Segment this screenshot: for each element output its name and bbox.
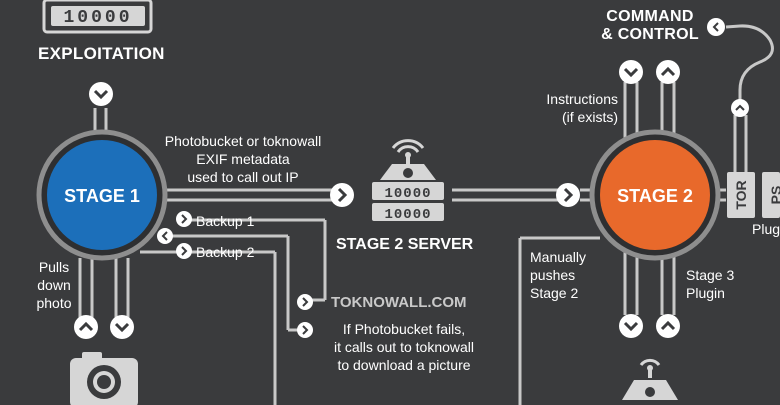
ps-module [762,172,780,218]
stage1-label: STAGE 1 [64,186,140,206]
exploitation-title: EXPLOITATION [38,44,165,63]
toknowall-chevron-right-icon[interactable] [297,294,313,310]
stage3-line1: Stage 3 [686,267,735,283]
toknowall-note-line3: to download a picture [337,357,471,373]
backup2-label: Backup 2 [196,244,255,260]
backup1-chevron-right-icon[interactable] [176,211,192,227]
instructions-note: Instructions (if exists) [526,90,618,126]
manual-line3: Stage 2 [530,285,579,301]
cnc-return-chevron-left-icon[interactable] [707,18,725,36]
cnc-title-line2: & CONTROL [601,26,699,43]
stage2-server-icon [372,139,444,221]
pulls-photo-note: Pulls down photo [26,258,82,312]
pulls-line3: photo [36,295,72,311]
cnc-title-line1: COMMAND [606,8,694,25]
backup1-label: Backup 1 [196,213,255,229]
camera-icon [70,352,138,405]
manual-push-note: Manually pushes Stage 2 [530,248,586,302]
stage2-node[interactable] [600,140,710,250]
tor-label: TOR [733,180,749,209]
command-control-title: COMMAND & CONTROL [598,8,702,44]
cnc-out-chevron-up-icon[interactable] [656,60,680,84]
toknowall-note: If Photobucket fails, it calls out to to… [316,320,492,374]
instructions-line1: Instructions [546,91,618,107]
exploitation-counter-digits: 10000 [63,8,132,28]
ps-label: PS [768,186,780,205]
stage1-pull-chevron-down-icon[interactable] [110,315,134,339]
instructions-line2: (if exists) [562,109,618,125]
stage1-top-chevron-down-icon[interactable] [89,82,113,106]
backup2-chevron-right-icon[interactable] [176,243,192,259]
plugin-chevron-down-icon[interactable] [619,314,643,338]
photobucket-note-line1: Photobucket or toknowall [164,133,322,149]
cnc-up-chevron-up-icon[interactable] [731,99,749,117]
plugin-chevron-up-icon[interactable] [656,314,680,338]
stage3-line2: Plugin [686,285,725,301]
stage2-pipes [518,24,774,405]
plugin-partial-label: Plug [752,221,780,237]
photobucket-note-line3: used to call out IP [187,169,299,185]
stage1-node[interactable] [47,140,157,250]
stage1-pull-chevron-up-icon[interactable] [74,315,98,339]
toknowall-fallback-chevron-right-icon[interactable] [297,322,313,338]
stage3-plugin-note: Stage 3 Plugin [686,266,734,302]
tor-module [727,172,755,218]
server-row2-digits: 10000 [384,207,431,223]
pulls-line1: Pulls [38,259,70,275]
toknowall-note-line1: If Photobucket fails, [342,321,466,337]
photobucket-note: Photobucket or toknowall EXIF metadata u… [148,132,338,186]
exploitation-counter [42,0,153,34]
stage1-out-chevron-right-icon[interactable] [330,183,354,207]
manual-line1: Manually [530,249,587,265]
stage2-label: STAGE 2 [617,186,693,206]
server-out-chevron-right-icon[interactable] [556,183,580,207]
stage3-server-icon [622,358,678,400]
server-row1-digits: 10000 [384,186,431,202]
pulls-line2: down [37,277,71,293]
toknowall-note-line2: it calls out to toknowall [333,339,475,355]
cnc-in-chevron-down-icon[interactable] [619,60,643,84]
photobucket-note-line2: EXIF metadata [196,151,290,167]
toknowall-title: TOKNOWALL.COM [331,294,467,311]
manual-line2: pushes [530,267,576,283]
backup-return-chevron-left-icon[interactable] [157,228,173,244]
stage2-server-label: STAGE 2 SERVER [336,236,474,253]
